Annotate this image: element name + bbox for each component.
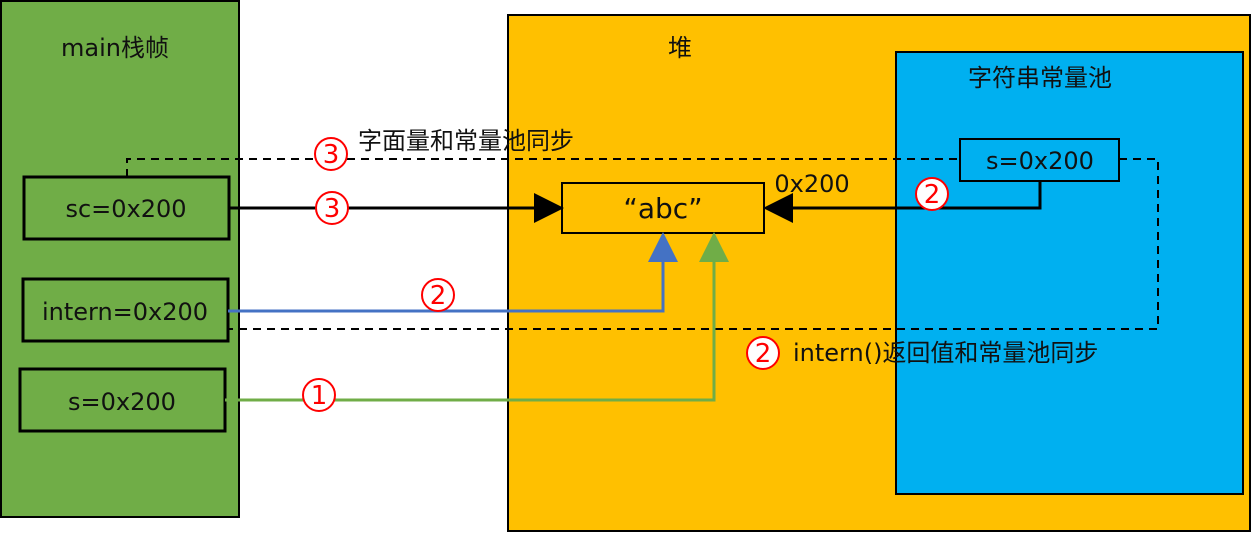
svg-text:2: 2 <box>924 180 941 210</box>
stack-frame-title: main栈帧 <box>61 34 169 62</box>
intern-sync-dashed-line <box>228 158 1159 330</box>
pool-entry-box <box>959 138 1120 182</box>
var-box-s <box>18 367 227 433</box>
step-3-marker-literal: 3 <box>314 137 348 171</box>
s-reference-arrow <box>225 232 729 402</box>
var-sc-label: sc=0x200 <box>65 195 186 223</box>
var-intern-label: intern=0x200 <box>42 298 208 326</box>
intern-reference-arrow <box>228 232 678 313</box>
step-1-marker-s: 1 <box>302 378 336 412</box>
string-pool-title: 字符串常量池 <box>968 64 1112 92</box>
string-pool-panel <box>895 51 1244 495</box>
pool-reference-arrow <box>763 181 1042 223</box>
var-s-label: s=0x200 <box>68 388 176 416</box>
literal-sync-annotation: 字面量和常量池同步 <box>358 127 574 155</box>
step-2-marker-pool: 2 <box>915 177 949 211</box>
svg-text:2: 2 <box>755 339 772 369</box>
step-2-marker-intern-sync: 2 <box>746 336 780 370</box>
svg-text:1: 1 <box>311 381 328 411</box>
var-box-sc <box>22 175 231 241</box>
svg-text:2: 2 <box>430 281 447 311</box>
step-2-marker-intern: 2 <box>421 278 455 312</box>
svg-text:3: 3 <box>323 140 340 170</box>
heap-title: 堆 <box>668 34 692 62</box>
abc-object-label: “abc” <box>623 192 702 225</box>
pool-entry-label: s=0x200 <box>986 147 1094 175</box>
step-3-marker-sc: 3 <box>315 191 349 225</box>
stack-frame-panel <box>0 0 240 518</box>
object-address-label: 0x200 <box>774 170 849 198</box>
intern-sync-annotation: intern()返回值和常量池同步 <box>793 339 1098 367</box>
literal-sync-dashed-line <box>126 158 960 177</box>
svg-text:3: 3 <box>324 194 341 224</box>
